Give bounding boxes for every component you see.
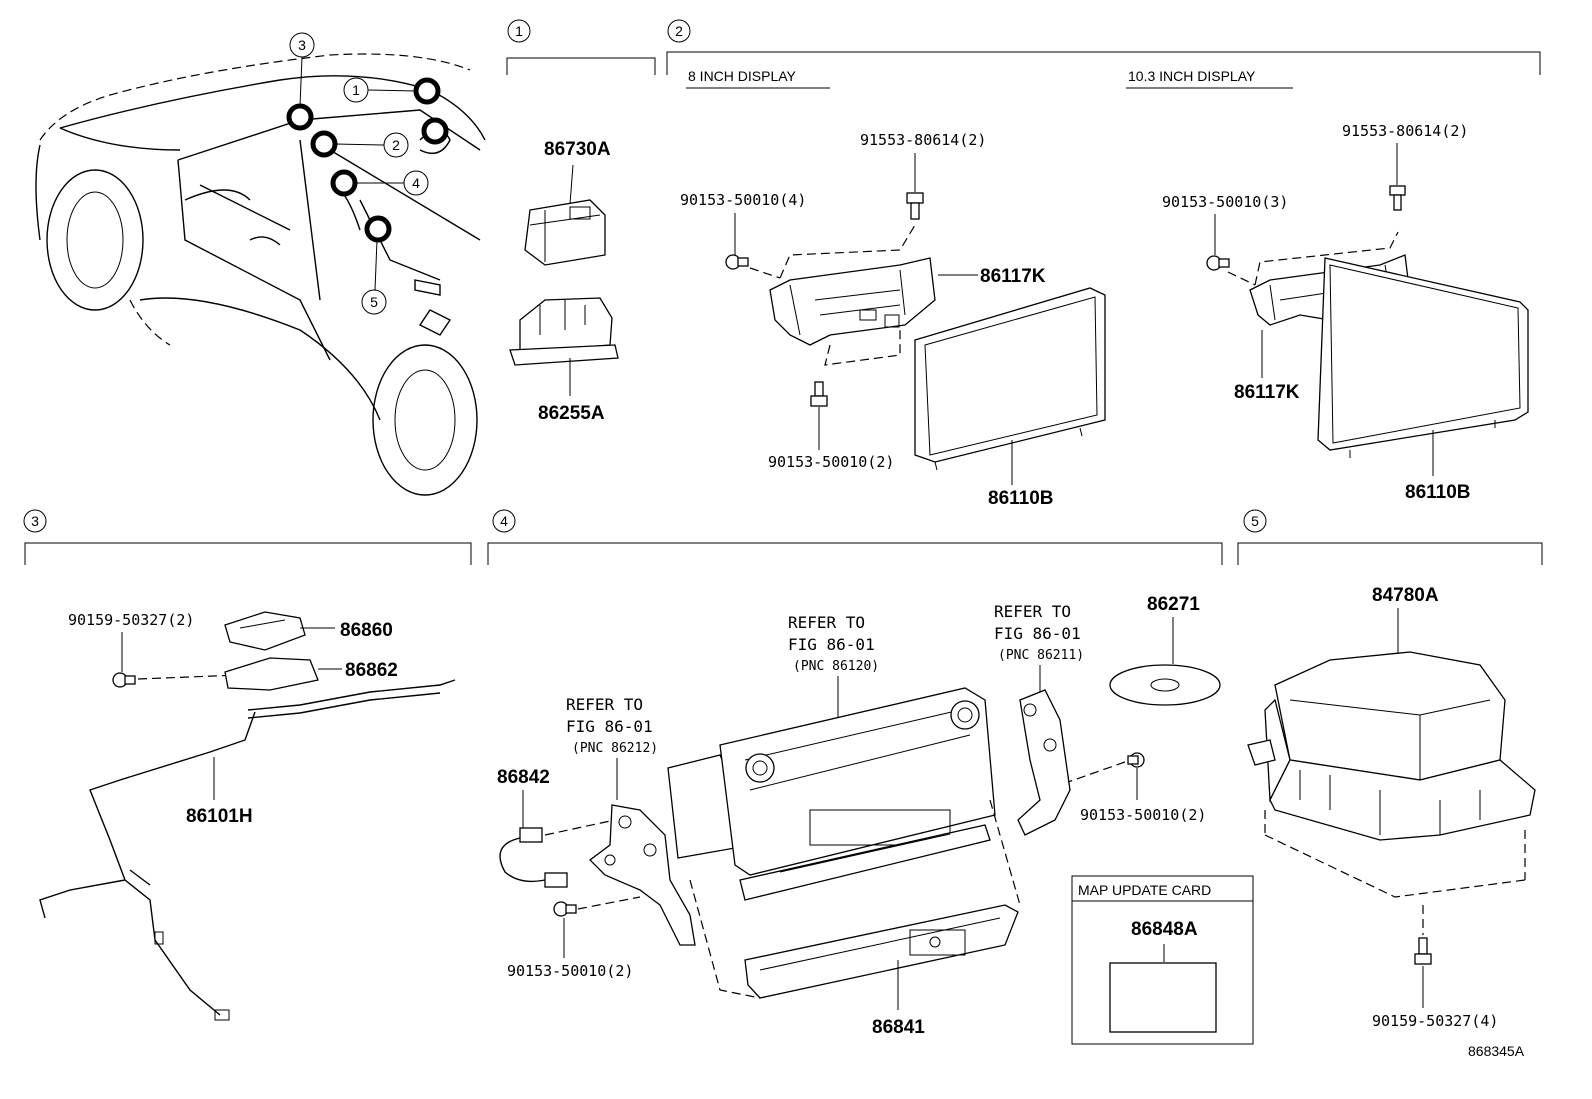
part-86255A: 86255A bbox=[509, 297, 619, 424]
speaker-marker bbox=[421, 117, 449, 145]
screw-icon bbox=[1389, 185, 1406, 211]
section-2-header: 2 8 INCH DISPLAY 10.3 INCH DISPLAY bbox=[666, 19, 1541, 89]
group-section-3: 90159-50327(2) 86860 86862 86101 bbox=[39, 611, 456, 1021]
svg-text:1: 1 bbox=[515, 23, 523, 39]
svg-text:5: 5 bbox=[1251, 513, 1259, 529]
svg-text:(PNC 86120): (PNC 86120) bbox=[793, 659, 879, 674]
label-86842: 86842 bbox=[497, 767, 550, 788]
screw-icon bbox=[553, 901, 577, 917]
vehicle-overview-illustration: 3 1 2 4 5 bbox=[35, 32, 486, 496]
callout-marker-5 bbox=[364, 215, 392, 243]
label-s4-screw-left: 90153-50010(2) bbox=[507, 962, 633, 980]
part-86862 bbox=[224, 657, 319, 691]
label-8in-display: 86110B bbox=[988, 488, 1054, 509]
label-8in-screw-left: 90153-50010(4) bbox=[680, 191, 806, 209]
figure-code: 868345A bbox=[1468, 1043, 1525, 1059]
svg-text:4: 4 bbox=[500, 513, 508, 529]
label-10in-screw-top: 91553-80614(2) bbox=[1342, 122, 1468, 140]
svg-text:(PNC 86211): (PNC 86211) bbox=[998, 648, 1084, 663]
label-8in-bracket: 86117K bbox=[980, 266, 1046, 287]
audio-head-unit bbox=[667, 687, 996, 901]
refer-note-1: REFER TO FIG 86-01 (PNC 86212) bbox=[566, 695, 658, 756]
label-86101H: 86101H bbox=[186, 806, 253, 827]
unit-84780A bbox=[1247, 651, 1536, 841]
label-s4-screw-right: 90153-50010(2) bbox=[1080, 806, 1206, 824]
svg-text:FIG 86-01: FIG 86-01 bbox=[566, 717, 653, 736]
svg-text:(PNC 86212): (PNC 86212) bbox=[572, 741, 658, 756]
svg-text:FIG 86-01: FIG 86-01 bbox=[994, 624, 1081, 643]
callout-marker-4 bbox=[330, 169, 358, 197]
map-card bbox=[1109, 962, 1217, 1033]
section-3-header: 3 bbox=[23, 509, 472, 565]
label-s3-screw: 90159-50327(2) bbox=[68, 611, 194, 629]
callout-marker-2 bbox=[310, 130, 338, 158]
svg-text:3: 3 bbox=[31, 513, 39, 529]
callout-label-2: 2 bbox=[392, 137, 400, 153]
section-2-10inch-title: 10.3 INCH DISPLAY bbox=[1128, 68, 1256, 84]
disc-86271 bbox=[1109, 664, 1221, 706]
screw-icon bbox=[906, 192, 924, 220]
display-86110B-8in bbox=[914, 287, 1106, 471]
screw-icon bbox=[112, 672, 136, 688]
svg-text:FIG 86-01: FIG 86-01 bbox=[788, 635, 875, 654]
group-8inch-display: 91553-80614(2) 90153-50010(4) 86117K 901… bbox=[680, 131, 1106, 509]
group-section-4: REFER TO FIG 86-01 (PNC 86212) REFER TO … bbox=[497, 594, 1254, 1045]
refer-note-2: REFER TO FIG 86-01 (PNC 86120) bbox=[788, 613, 879, 674]
screw-icon bbox=[810, 381, 828, 407]
part-86860 bbox=[224, 611, 306, 651]
section-1-header: 1 bbox=[506, 19, 656, 75]
cable-86842 bbox=[499, 827, 568, 888]
left-bracket bbox=[589, 804, 696, 946]
callout-label-1: 1 bbox=[352, 82, 360, 98]
svg-text:REFER TO: REFER TO bbox=[788, 613, 865, 632]
label-8in-screw-bottom: 90153-50010(2) bbox=[768, 453, 894, 471]
label-84780A: 84780A bbox=[1372, 585, 1439, 606]
screw-icon bbox=[1206, 255, 1230, 271]
label-86730A: 86730A bbox=[544, 139, 611, 160]
bracket-86841 bbox=[744, 904, 1019, 999]
svg-text:REFER TO: REFER TO bbox=[566, 695, 643, 714]
label-86255A: 86255A bbox=[538, 403, 605, 424]
right-bracket bbox=[1017, 689, 1071, 836]
screw-icon bbox=[725, 254, 749, 270]
label-86862: 86862 bbox=[345, 660, 398, 681]
callout-label-3: 3 bbox=[298, 37, 306, 53]
label-86848A: 86848A bbox=[1131, 919, 1198, 940]
section-4-header: 4 bbox=[487, 509, 1223, 565]
callout-label-4: 4 bbox=[412, 175, 420, 191]
refer-note-3: REFER TO FIG 86-01 (PNC 86211) bbox=[994, 602, 1084, 663]
part-86730A: 86730A bbox=[524, 139, 611, 266]
callout-marker-1 bbox=[413, 77, 441, 105]
label-86271: 86271 bbox=[1147, 594, 1200, 615]
section-5-header: 5 bbox=[1237, 509, 1543, 565]
svg-text:REFER TO: REFER TO bbox=[994, 602, 1071, 621]
screw-icon bbox=[1127, 752, 1145, 768]
section-2-8inch-title: 8 INCH DISPLAY bbox=[688, 68, 797, 84]
label-10in-display: 86110B bbox=[1405, 482, 1471, 503]
map-update-card-box: MAP UPDATE CARD 86848A bbox=[1071, 875, 1254, 1045]
label-10in-screw-left: 90153-50010(3) bbox=[1162, 193, 1288, 211]
bracket-86117K-8in bbox=[769, 257, 936, 346]
callout-label-5: 5 bbox=[370, 294, 378, 310]
map-update-card-title: MAP UPDATE CARD bbox=[1078, 882, 1211, 898]
label-10in-bracket: 86117K bbox=[1234, 382, 1300, 403]
label-86860: 86860 bbox=[340, 620, 393, 641]
label-8in-screw-top: 91553-80614(2) bbox=[860, 131, 986, 149]
svg-text:2: 2 bbox=[675, 23, 683, 39]
group-10inch-display: 91553-80614(2) 90153-50010(3) 86117K 861… bbox=[1162, 122, 1529, 503]
callout-marker-3 bbox=[286, 103, 314, 131]
wire-harness-86101H bbox=[39, 679, 456, 1021]
label-86841: 86841 bbox=[872, 1017, 925, 1038]
screw-icon bbox=[1414, 937, 1432, 965]
display-86110B-10in bbox=[1317, 257, 1529, 458]
group-section-5: 84780A 90159-50327(4) bbox=[1247, 585, 1536, 1030]
label-s5-screw: 90159-50327(4) bbox=[1372, 1012, 1498, 1030]
